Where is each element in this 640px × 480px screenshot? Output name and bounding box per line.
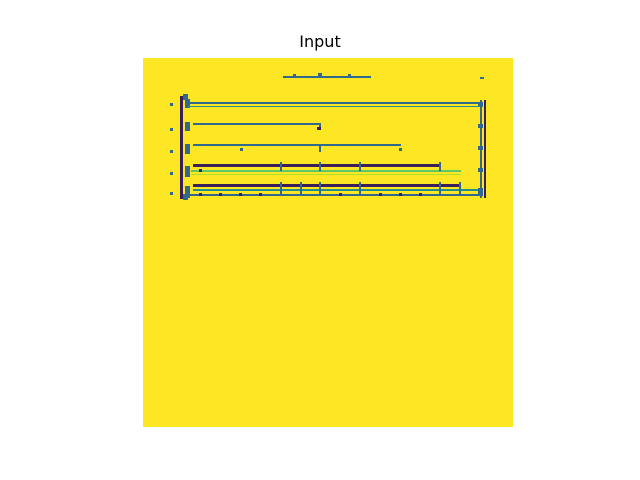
clef-marks: [185, 99, 190, 198]
left-margin-marks: [170, 103, 173, 195]
right-barline: [478, 100, 486, 198]
figure-title: Input: [299, 32, 341, 51]
staff-4: [191, 162, 461, 175]
staff-3: [193, 144, 402, 152]
staff-2: [193, 123, 321, 130]
score-image: [143, 58, 513, 427]
header-marks: [283, 73, 484, 79]
image-background: [143, 58, 513, 427]
staff-1: [188, 102, 483, 107]
staff-5: [183, 182, 483, 196]
